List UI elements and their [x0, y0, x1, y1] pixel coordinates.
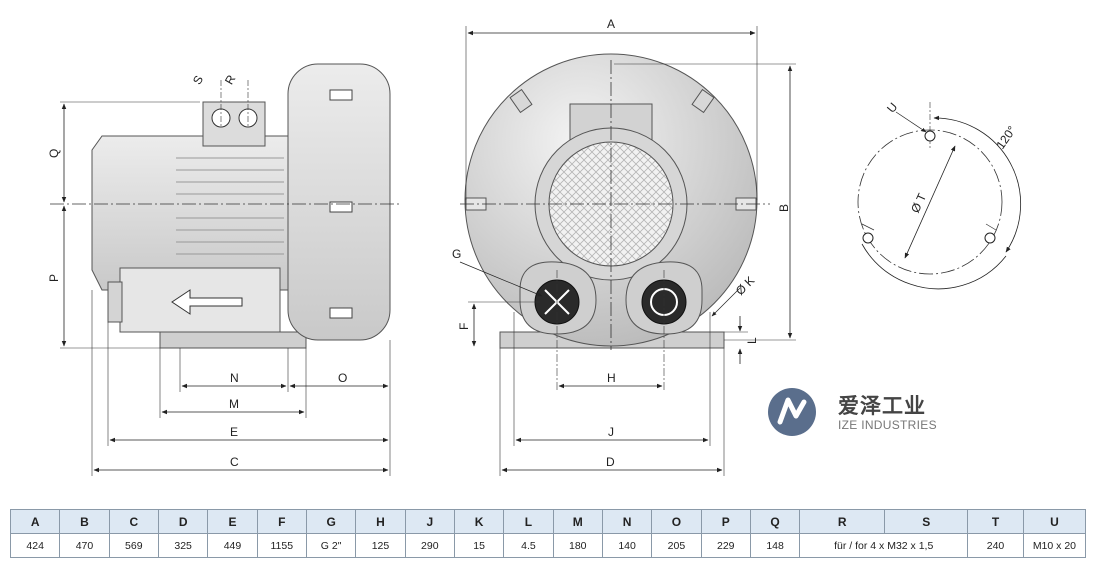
- col-header-R: R: [799, 509, 886, 534]
- brand-logo: [768, 388, 816, 436]
- label-F: F: [457, 323, 471, 330]
- base-plate: [159, 331, 307, 349]
- brand-name-cn: 爱泽工业: [838, 394, 926, 418]
- terminal-box: [202, 101, 266, 147]
- cell-A: 424: [9, 533, 61, 558]
- col-header-M: M: [552, 509, 603, 534]
- cell-G: G 2": [305, 533, 357, 558]
- label-J: J: [608, 425, 614, 439]
- col-header-G: G: [305, 509, 357, 534]
- label-M: M: [229, 397, 239, 411]
- col-header-L: L: [503, 509, 554, 534]
- label-K: Ø K: [733, 274, 758, 299]
- col-header-F: F: [256, 509, 307, 534]
- cell-M: 180: [552, 533, 603, 558]
- cell-L: 4.5: [503, 533, 554, 558]
- cell-U: M10 x 20: [1022, 533, 1087, 558]
- technical-drawing: S R Q P N O M E C: [47, 17, 1022, 476]
- col-header-H: H: [355, 509, 406, 534]
- cell-C: 569: [108, 533, 159, 558]
- label-N: N: [230, 371, 239, 385]
- col-header-D: D: [157, 509, 209, 534]
- label-L: L: [745, 337, 759, 344]
- flow-arrow: [171, 289, 243, 315]
- label-B: B: [777, 204, 791, 212]
- cell-RS: für / for 4 x M32 x 1,5: [799, 533, 969, 558]
- col-header-O: O: [651, 509, 702, 534]
- col-header-E: E: [207, 509, 258, 534]
- cell-F: 1155: [256, 533, 307, 558]
- hole-pattern-view: U Ø T 120°: [857, 100, 1022, 290]
- label-angle: 120°: [993, 123, 1019, 152]
- cell-Q: 148: [749, 533, 801, 558]
- col-header-S: S: [884, 509, 969, 534]
- cell-P: 229: [700, 533, 751, 558]
- col-header-K: K: [453, 509, 505, 534]
- col-header-U: U: [1022, 509, 1087, 534]
- label-R: R: [222, 72, 239, 87]
- label-A: A: [607, 17, 615, 31]
- label-D: D: [606, 455, 615, 469]
- brand-name-en: IZE INDUSTRIES: [838, 418, 937, 432]
- hole-right: [984, 232, 996, 244]
- label-G: G: [452, 247, 461, 261]
- cell-K: 15: [453, 533, 505, 558]
- label-Q: Q: [47, 149, 61, 158]
- cell-E: 449: [207, 533, 258, 558]
- col-header-T: T: [967, 509, 1024, 534]
- front-view: A B G F Ø K L H J D: [452, 17, 796, 476]
- side-view: S R Q P N O M E C: [47, 63, 400, 476]
- label-S: S: [190, 73, 206, 87]
- cell-N: 140: [601, 533, 653, 558]
- motor-body: [91, 135, 289, 291]
- label-O: O: [338, 371, 347, 385]
- table-row: 424 470 569 325 449 1155 G 2" 125 290 15…: [9, 533, 1087, 558]
- label-H: H: [607, 371, 616, 385]
- table-header-row: A B C D E F G H J K L M N O P Q R S T U: [9, 509, 1087, 534]
- label-P: P: [47, 274, 61, 282]
- label-C: C: [230, 455, 239, 469]
- hole-top: [924, 130, 936, 142]
- col-header-B: B: [59, 509, 110, 534]
- label-E: E: [230, 425, 238, 439]
- col-header-N: N: [601, 509, 653, 534]
- cell-D: 325: [157, 533, 209, 558]
- col-header-P: P: [700, 509, 751, 534]
- cell-B: 470: [59, 533, 110, 558]
- col-header-A: A: [9, 509, 61, 534]
- cell-H: 125: [355, 533, 406, 558]
- cell-O: 205: [651, 533, 702, 558]
- cell-T: 240: [967, 533, 1024, 558]
- cell-J: 290: [404, 533, 455, 558]
- col-header-C: C: [108, 509, 159, 534]
- col-header-J: J: [404, 509, 455, 534]
- col-header-Q: Q: [749, 509, 801, 534]
- hole-left: [862, 232, 874, 244]
- dimension-table: A B C D E F G H J K L M N O P Q R S T U …: [9, 509, 1087, 558]
